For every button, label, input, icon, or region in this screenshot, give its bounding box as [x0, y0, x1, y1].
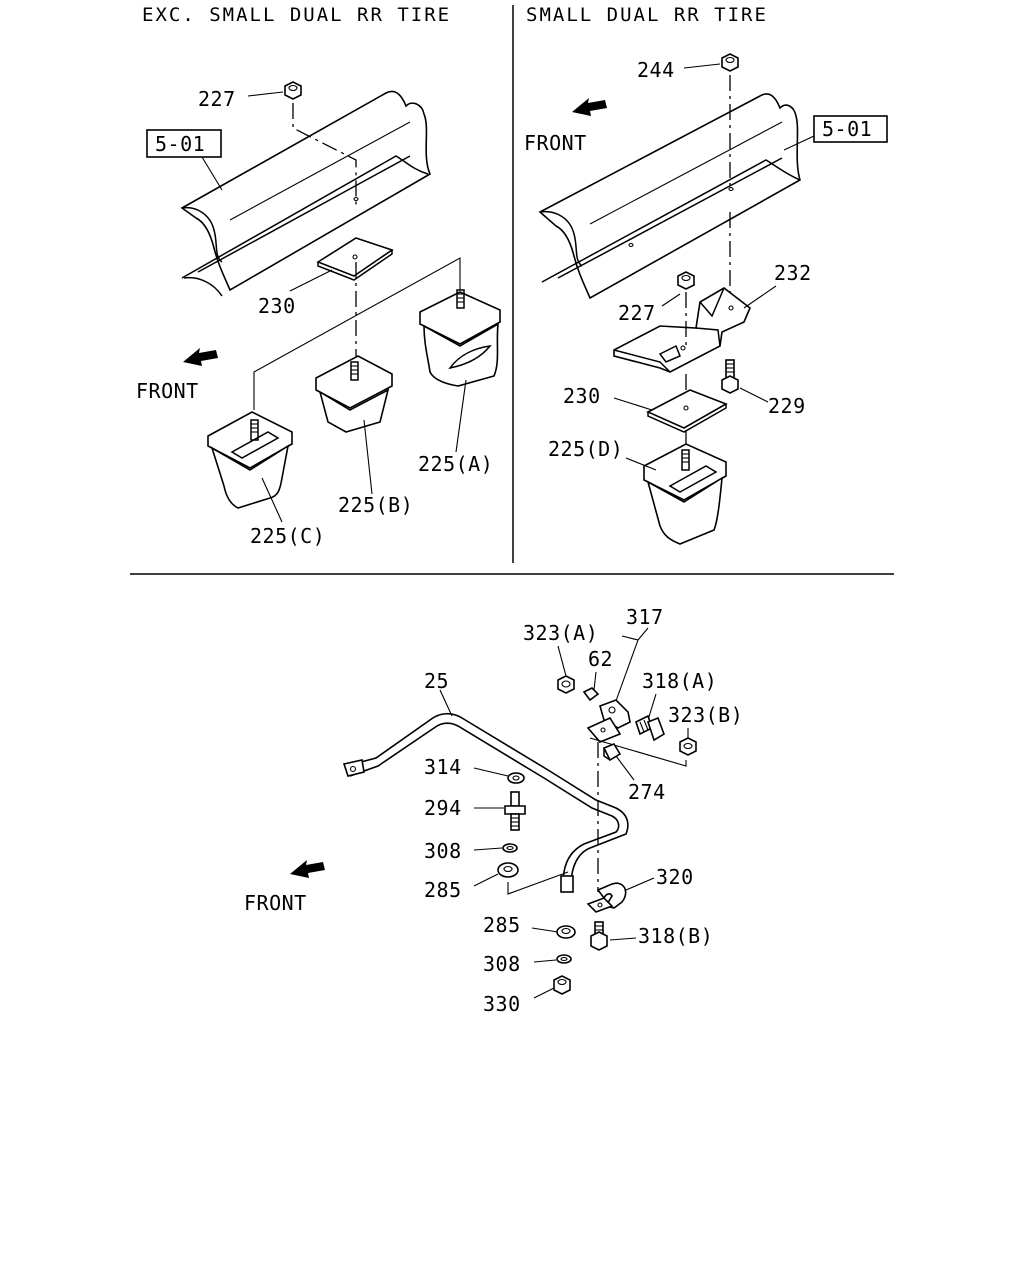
nut-244: [721, 53, 739, 72]
bolt-318b: [590, 921, 608, 951]
callout-318a: 318(A): [642, 669, 717, 693]
bracket-317: [586, 699, 631, 743]
front-arrow-lower: [290, 860, 325, 878]
callout-285a: 285: [424, 878, 462, 902]
spacer-plate-230-left: [316, 237, 394, 281]
callout-232: 232: [774, 261, 812, 285]
ref-label-left: 5-01: [155, 132, 205, 156]
callout-317: 317: [626, 605, 664, 629]
title-right: SMALL DUAL RR TIRE: [526, 4, 768, 26]
stopper-225c: [207, 411, 293, 509]
callout-230-left: 230: [258, 294, 296, 318]
spacer-plate-230-right: [646, 389, 728, 433]
callout-323b: 323(B): [668, 703, 743, 727]
callout-294: 294: [424, 796, 462, 820]
callout-308b: 308: [483, 952, 521, 976]
bracket-232: [613, 287, 751, 373]
callout-323a: 323(A): [523, 621, 598, 645]
callout-308a: 308: [424, 839, 462, 863]
callout-225a: 225(A): [418, 452, 493, 476]
stopper-225a: [419, 289, 501, 387]
callout-314: 314: [424, 755, 462, 779]
nut-330: [553, 975, 571, 995]
stabilizer-bar-25: [342, 712, 629, 893]
callout-285b: 285: [483, 913, 521, 937]
bushing-285a: [497, 862, 519, 878]
callout-274: 274: [628, 780, 666, 804]
nut-227-left: [284, 81, 302, 100]
bolt-229: [721, 359, 739, 394]
bracket-320: [586, 882, 627, 913]
front-arrow-upper-left: [183, 348, 218, 366]
stopper-225d: [643, 443, 727, 545]
ref-box-left: [146, 129, 222, 158]
callout-62: 62: [588, 647, 613, 671]
ref-label-right: 5-01: [822, 117, 872, 141]
link-294: [504, 791, 526, 831]
front-label-upper-left: FRONT: [136, 379, 199, 403]
bushing-285b: [556, 925, 576, 939]
front-arrow-upper-right: [572, 98, 607, 116]
callout-229: 229: [768, 394, 806, 418]
bushing-62: [582, 687, 600, 702]
callout-244: 244: [637, 58, 675, 82]
callout-320: 320: [656, 865, 694, 889]
callout-225b: 225(B): [338, 493, 413, 517]
frame-rail-right: [538, 93, 801, 300]
ref-box-right: [813, 115, 888, 143]
stopper-225b: [315, 355, 393, 433]
callout-330: 330: [483, 992, 521, 1016]
title-left: EXC. SMALL DUAL RR TIRE: [142, 4, 451, 26]
callout-230-right: 230: [563, 384, 601, 408]
callout-227-left: 227: [198, 87, 236, 111]
callout-227-right: 227: [618, 301, 656, 325]
washer-314: [507, 772, 525, 784]
nut-323a: [557, 675, 575, 694]
frame-rail-left: [180, 90, 432, 297]
bolt-318a: [635, 714, 665, 742]
nut-323b: [679, 737, 697, 756]
front-label-lower: FRONT: [244, 891, 307, 915]
callout-225c: 225(C): [250, 524, 325, 548]
nut-227-right: [677, 271, 695, 290]
washer-308a: [502, 843, 518, 853]
callout-318b: 318(B): [638, 924, 713, 948]
washer-308b: [556, 954, 572, 964]
callout-25: 25: [424, 669, 449, 693]
front-label-upper-right: FRONT: [524, 131, 587, 155]
callout-225d: 225(D): [548, 437, 623, 461]
